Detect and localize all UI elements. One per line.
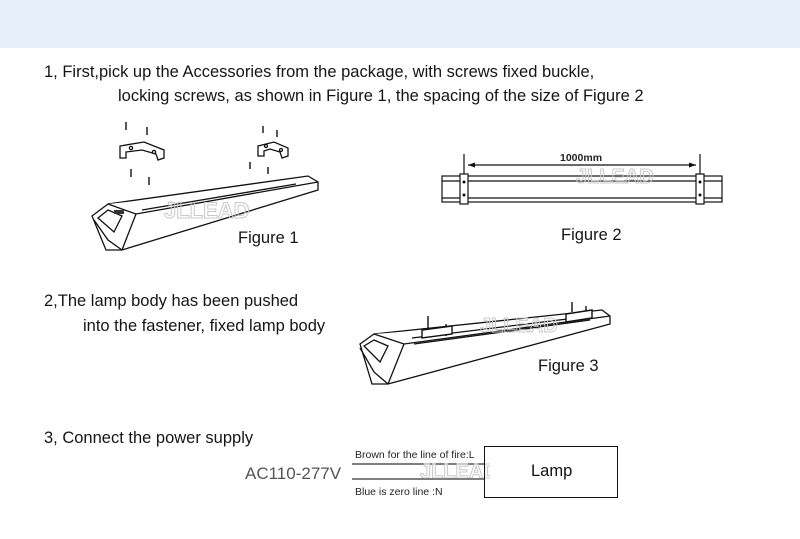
watermark-fig2: JLLEAD	[576, 166, 654, 188]
step1-line2: locking screws, as shown in Figure 1, th…	[118, 87, 644, 105]
step2-line1: 2,The lamp body has been pushed	[44, 292, 299, 310]
figure3-caption: Figure 3	[538, 357, 599, 375]
brown-wire-label: Brown for the line of fire:L	[355, 449, 475, 461]
wiring-lines: JLLEAD	[352, 461, 490, 484]
lamp-label: Lamp	[531, 462, 573, 480]
figure2-caption: Figure 2	[561, 226, 622, 244]
voltage-label: AC110-277V	[245, 464, 342, 483]
watermark-fig1: JLLEAD	[164, 198, 250, 223]
figure3-illustration: JLLEAD	[359, 302, 611, 385]
watermark-wiring: JLLEAD	[420, 461, 490, 483]
step1-line1: 1, First,pick up the Accessories from th…	[44, 63, 595, 81]
figure1-illustration: JLLEAD	[91, 122, 319, 251]
figure2-illustration: JLLEAD	[441, 154, 723, 205]
figure1-caption: Figure 1	[238, 229, 299, 247]
blue-wire-label: Blue is zero line :N	[355, 486, 443, 498]
header-band	[0, 0, 800, 48]
lamp-box	[484, 446, 618, 498]
step3-line1: 3, Connect the power supply	[44, 429, 254, 447]
watermark-fig3: JLLEAD	[480, 315, 558, 337]
step2-line2: into the fastener, fixed lamp body	[83, 317, 326, 335]
figure2-dimension: 1000mm	[560, 152, 603, 164]
